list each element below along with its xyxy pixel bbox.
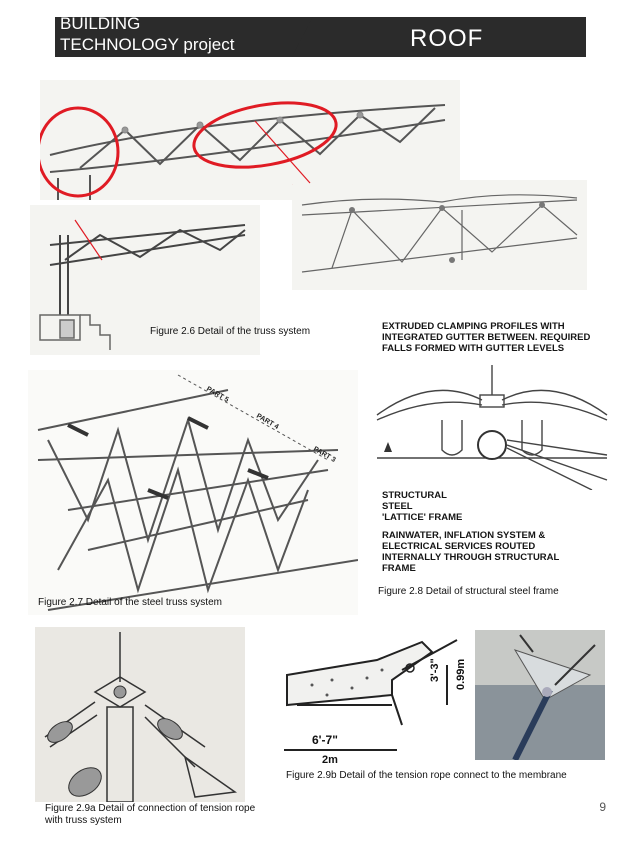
- header-title-bar: [55, 17, 315, 57]
- highlight-circle-left: [40, 106, 120, 198]
- part-4-label: PART 4: [255, 413, 280, 431]
- dim-height-imperial: 3'-3": [429, 658, 441, 682]
- caption-fig-2-6: Figure 2.6 Detail of the truss system: [150, 326, 311, 337]
- truss-node-detail-drawing: [292, 180, 587, 290]
- caption-fig-2-7: Figure 2.7 Detail of the steel truss sys…: [38, 597, 222, 608]
- dim-height-metric: 0.99m: [455, 659, 467, 690]
- caption-fig-2-9b: Figure 2.9b Detail of the tension rope c…: [286, 770, 567, 781]
- truss-elevation-figure: [40, 101, 446, 200]
- annotation-clamping-profiles: EXTRUDED CLAMPING PROFILES WITH INTEGRAT…: [382, 321, 591, 354]
- truss-node-detail: [292, 184, 578, 273]
- tension-rope-connection-drawing: [35, 627, 245, 802]
- dim-width-metric: 2m: [322, 754, 338, 766]
- tension-rope-photo: [475, 630, 605, 760]
- part-3-label: PART 3: [312, 446, 337, 464]
- anchor-footing-section: 6'-7" 2m 3'-3" 0.99m: [284, 639, 467, 766]
- header-title: BUILDING TECHNOLOGY project: [60, 14, 235, 54]
- steel-truss-isometric-drawing: [28, 370, 358, 615]
- caption-fig-2-9a: Figure 2.9a Detail of connection of tens…: [45, 803, 256, 826]
- truss-end-detail: [39, 219, 246, 350]
- callout-line-left: [74, 219, 103, 261]
- steel-truss-isometric: PART 5 PART 4 PART 3: [37, 374, 358, 611]
- tension-rope-connection: [44, 632, 238, 802]
- annotation-structural-steel: STRUCTURAL STEEL 'LATTICE' FRAME: [382, 490, 463, 523]
- callout-line-connector: [254, 120, 311, 184]
- header-section-bar: [292, 17, 586, 57]
- structural-frame-section: [376, 365, 608, 490]
- header-section-title: ROOF: [410, 25, 484, 52]
- page-number: 9: [599, 800, 606, 814]
- highlight-circle-middle: [192, 101, 338, 169]
- caption-fig-2-8: Figure 2.8 Detail of structural steel fr…: [378, 586, 559, 597]
- annotation-services-routed: RAINWATER, INFLATION SYSTEM & ELECTRICAL…: [382, 530, 560, 574]
- dim-width-imperial: 6'-7": [312, 733, 338, 747]
